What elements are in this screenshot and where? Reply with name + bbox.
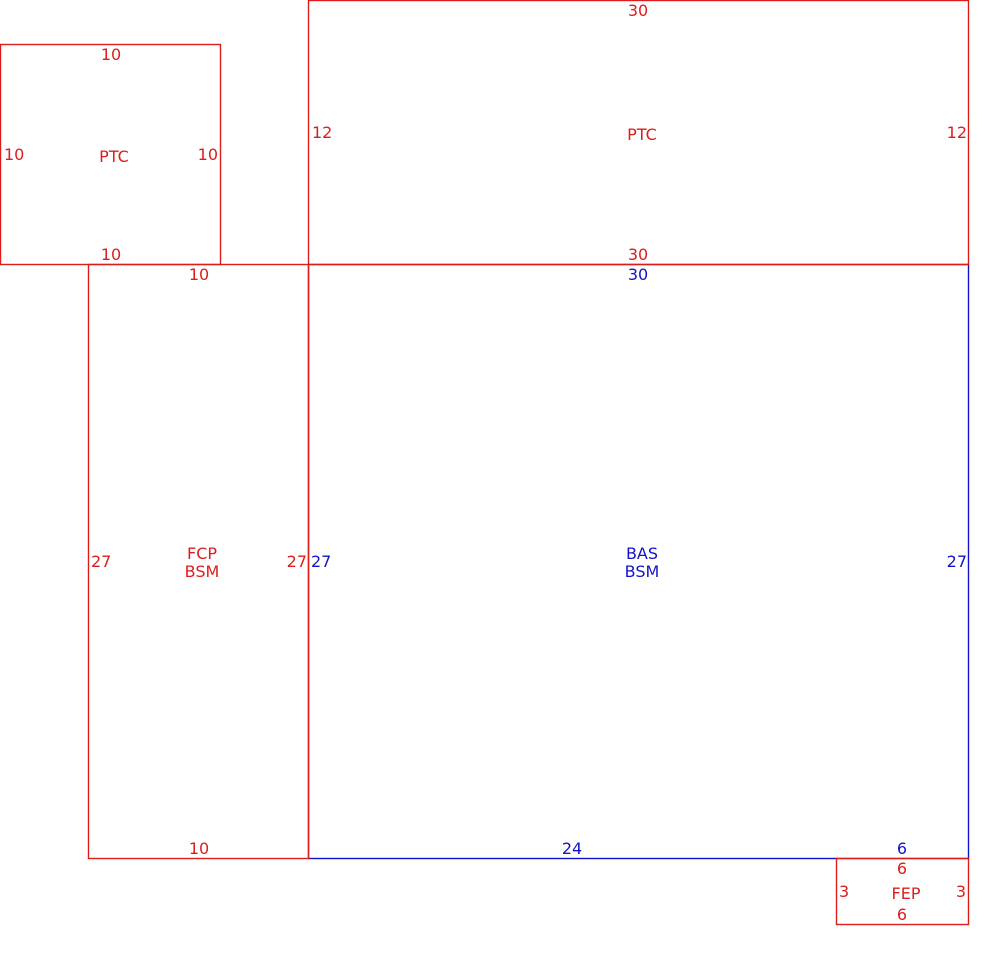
bas-bsm-bottom-dim-left: 24 [562, 839, 582, 858]
ptc-large-right-dim: 12 [947, 123, 967, 142]
fcp-bsm-label-line2: BSM [185, 562, 220, 581]
bas-bsm-label-line1: BAS [626, 544, 658, 563]
ptc-large-label: PTC [627, 125, 657, 144]
bas-bsm-label-line2: BSM [625, 562, 660, 581]
fcp-bsm-bottom-dim: 10 [189, 839, 209, 858]
ptc-small-bottom-dim: 10 [101, 245, 121, 264]
bas-bsm-bottom-dim-right: 6 [897, 839, 907, 858]
ptc-small-right-dim: 10 [198, 145, 218, 164]
bas-bsm-left-dim: 27 [311, 552, 331, 571]
ptc-small-label: PTC [99, 147, 129, 166]
fcp-bsm-outline [87, 263, 310, 860]
ptc-large-left-dim: 12 [312, 123, 332, 142]
ptc-large-bottom-dim: 30 [628, 245, 648, 264]
fep-left-dim: 3 [839, 882, 849, 901]
fep-top-dim: 6 [897, 859, 907, 878]
fcp-bsm-left-dim: 27 [91, 552, 111, 571]
fep-right-dim: 3 [956, 882, 966, 901]
bas-bsm-top-dim: 30 [628, 265, 648, 284]
ptc-small-left-dim: 10 [4, 145, 24, 164]
fcp-bsm-right-dim: 27 [287, 552, 307, 571]
ptc-large-outline [307, 0, 970, 266]
fep-label: FEP [892, 884, 921, 903]
ptc-small-top-dim: 10 [101, 45, 121, 64]
fep-bottom-dim: 6 [897, 905, 907, 924]
bas-bsm-right-dim: 27 [947, 552, 967, 571]
fcp-bsm-label-line1: FCP [187, 544, 217, 563]
fcp-bsm-top-dim: 10 [189, 265, 209, 284]
fep-outline [835, 857, 970, 926]
ptc-large-top-dim: 30 [628, 1, 648, 20]
